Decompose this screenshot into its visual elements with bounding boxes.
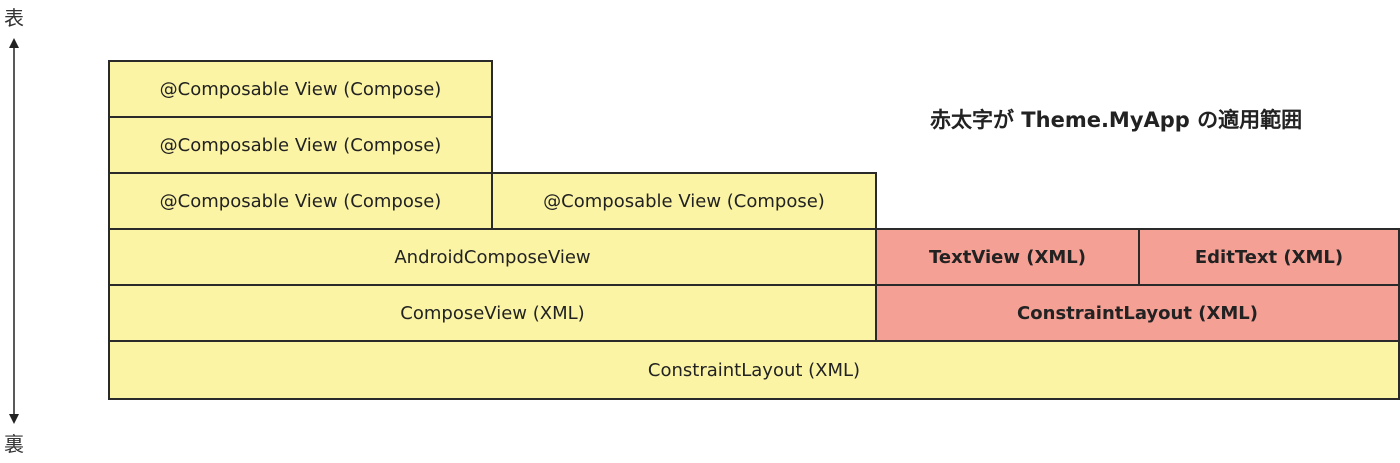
composable-view-block-2: @Composable View (Compose)	[108, 116, 493, 174]
theme-scope-note: 赤太字が Theme.MyApp の適用範囲	[930, 108, 1303, 132]
compose-view-block: ComposeView (XML)	[108, 284, 877, 342]
android-compose-view-block: AndroidComposeView	[108, 228, 877, 286]
composable-view-block-4: @Composable View (Compose)	[491, 172, 877, 230]
vertical-double-arrow-icon	[9, 38, 19, 424]
composable-view-block-1: @Composable View (Compose)	[108, 60, 493, 118]
edit-text-block: EditText (XML)	[1138, 228, 1400, 286]
axis-label-bottom: 裏	[4, 432, 24, 456]
constraint-layout-inner-block: ConstraintLayout (XML)	[875, 284, 1400, 342]
composable-view-block-3: @Composable View (Compose)	[108, 172, 493, 230]
constraint-layout-root-block: ConstraintLayout (XML)	[108, 340, 1400, 400]
text-view-block: TextView (XML)	[875, 228, 1140, 286]
axis-label-top: 表	[4, 6, 24, 30]
